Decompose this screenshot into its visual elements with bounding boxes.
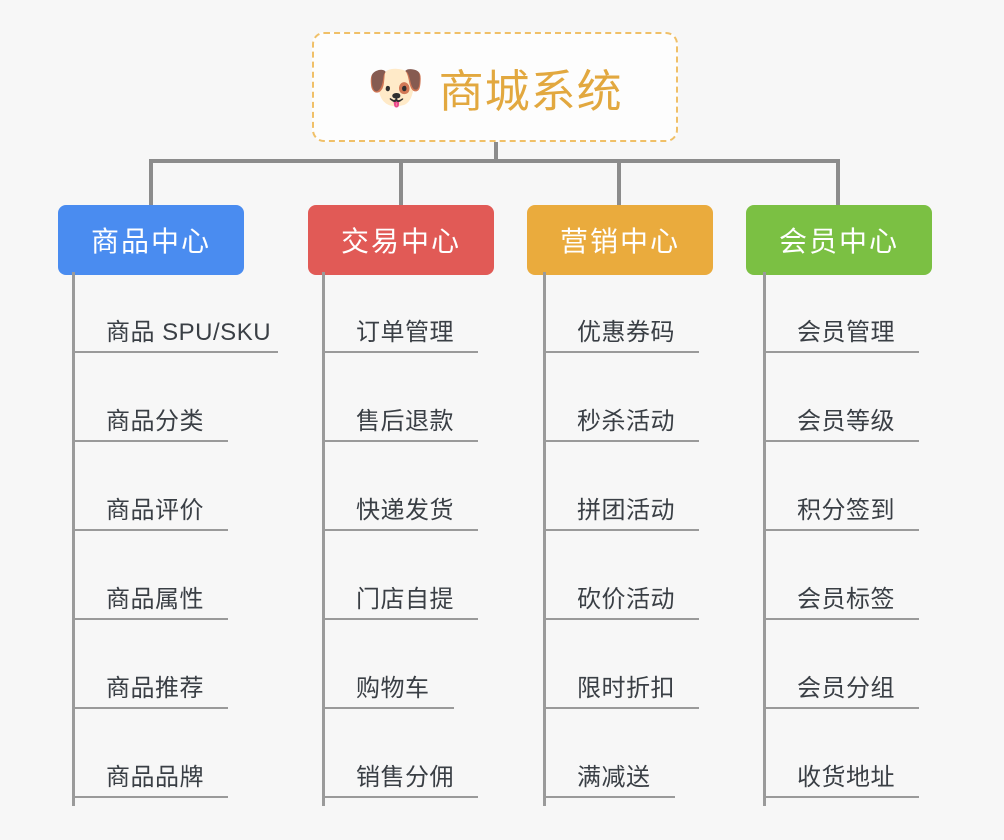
branch-drop-connector-3	[617, 159, 621, 205]
list-item-rule	[322, 707, 454, 709]
list-item[interactable]: 会员分组	[763, 628, 919, 717]
list-item-label: 砍价活动	[577, 586, 675, 613]
list-item-label: 商品属性	[106, 586, 204, 613]
list-item[interactable]: 快递发货	[322, 450, 478, 539]
list-item-label: 限时折扣	[577, 675, 675, 702]
list-item[interactable]: 优惠券码	[543, 272, 699, 361]
branch-header-label-2: 交易中心	[340, 226, 461, 257]
list-item-label: 销售分佣	[356, 764, 454, 791]
list-item[interactable]: 拼团活动	[543, 450, 699, 539]
list-item[interactable]: 满减送	[543, 717, 675, 806]
list-item[interactable]: 会员等级	[763, 361, 919, 450]
list-item-rule	[543, 351, 699, 353]
horizontal-bus-connector	[149, 159, 840, 163]
list-item-label: 积分签到	[797, 497, 895, 524]
list-item-rule	[543, 618, 699, 620]
list-item-rule	[322, 618, 478, 620]
list-item-label: 商品分类	[106, 408, 204, 435]
list-item-rule	[72, 707, 228, 709]
list-item-rule	[763, 796, 919, 798]
list-item[interactable]: 订单管理	[322, 272, 478, 361]
list-item-label: 售后退款	[356, 408, 454, 435]
branch-header-2[interactable]: 交易中心	[308, 205, 494, 275]
root-node[interactable]: 🐶 商城系统	[312, 32, 678, 142]
branch-header-label-3: 营销中心	[559, 226, 680, 257]
list-item-rule	[763, 529, 919, 531]
list-item-label: 商品 SPU/SKU	[106, 319, 272, 346]
dog-face-icon: 🐶	[367, 61, 425, 113]
list-item-label: 商品品牌	[106, 764, 204, 791]
list-item-rule	[72, 351, 278, 353]
list-item[interactable]: 销售分佣	[322, 717, 478, 806]
list-item-rule	[322, 351, 478, 353]
list-item-rule	[543, 796, 675, 798]
list-item-label: 门店自提	[356, 586, 454, 613]
list-item-rule	[72, 796, 228, 798]
branch-header-1[interactable]: 商品中心	[58, 205, 244, 275]
list-item-label: 拼团活动	[577, 497, 675, 524]
list-item-label: 收货地址	[797, 764, 895, 791]
branch-trunk-line-1	[72, 272, 75, 806]
list-item-label: 订单管理	[356, 319, 454, 346]
list-item-label: 满减送	[577, 764, 651, 791]
list-item-rule	[763, 351, 919, 353]
list-item-rule	[763, 618, 919, 620]
list-item-label: 会员等级	[797, 408, 895, 435]
list-item-label: 商品推荐	[106, 675, 204, 702]
list-item[interactable]: 商品评价	[72, 450, 228, 539]
branch-trunk-line-3	[543, 272, 546, 806]
list-item-rule	[322, 529, 478, 531]
list-item-label: 会员标签	[797, 586, 895, 613]
list-item-rule	[543, 707, 699, 709]
list-item-rule	[322, 796, 478, 798]
branch-header-4[interactable]: 会员中心	[746, 205, 932, 275]
list-item-rule	[72, 618, 228, 620]
branch-header-3[interactable]: 营销中心	[527, 205, 713, 275]
list-item[interactable]: 购物车	[322, 628, 454, 717]
list-item-label: 优惠券码	[577, 319, 675, 346]
root-stem-connector	[494, 142, 498, 162]
list-item[interactable]: 限时折扣	[543, 628, 699, 717]
list-item[interactable]: 门店自提	[322, 539, 478, 628]
list-item[interactable]: 秒杀活动	[543, 361, 699, 450]
list-item-label: 快递发货	[356, 497, 454, 524]
list-item[interactable]: 售后退款	[322, 361, 478, 450]
branch-drop-connector-4	[836, 159, 840, 205]
list-item-label: 会员管理	[797, 319, 895, 346]
list-item[interactable]: 收货地址	[763, 717, 919, 806]
list-item-rule	[763, 707, 919, 709]
list-item[interactable]: 会员管理	[763, 272, 919, 361]
root-title: 商城系统	[438, 65, 623, 117]
list-item-rule	[763, 440, 919, 442]
list-item-rule	[72, 440, 228, 442]
branch-trunk-line-4	[763, 272, 766, 806]
list-item-rule	[543, 440, 699, 442]
list-item-rule	[322, 440, 478, 442]
branch-trunk-line-2	[322, 272, 325, 806]
list-item[interactable]: 商品推荐	[72, 628, 228, 717]
list-item-label: 秒杀活动	[577, 408, 675, 435]
branch-header-label-4: 会员中心	[778, 226, 899, 257]
list-item[interactable]: 砍价活动	[543, 539, 699, 628]
branch-header-label-1: 商品中心	[90, 226, 211, 257]
list-item-rule	[72, 529, 228, 531]
branch-drop-connector-1	[149, 159, 153, 205]
list-item[interactable]: 商品分类	[72, 361, 228, 450]
list-item[interactable]: 商品属性	[72, 539, 228, 628]
list-item[interactable]: 商品品牌	[72, 717, 228, 806]
list-item-label: 商品评价	[106, 497, 204, 524]
list-item[interactable]: 积分签到	[763, 450, 919, 539]
list-item-label: 会员分组	[797, 675, 895, 702]
list-item[interactable]: 会员标签	[763, 539, 919, 628]
list-item[interactable]: 商品 SPU/SKU	[72, 272, 278, 361]
list-item-label: 购物车	[356, 675, 430, 702]
branch-drop-connector-2	[399, 159, 403, 205]
list-item-rule	[543, 529, 699, 531]
